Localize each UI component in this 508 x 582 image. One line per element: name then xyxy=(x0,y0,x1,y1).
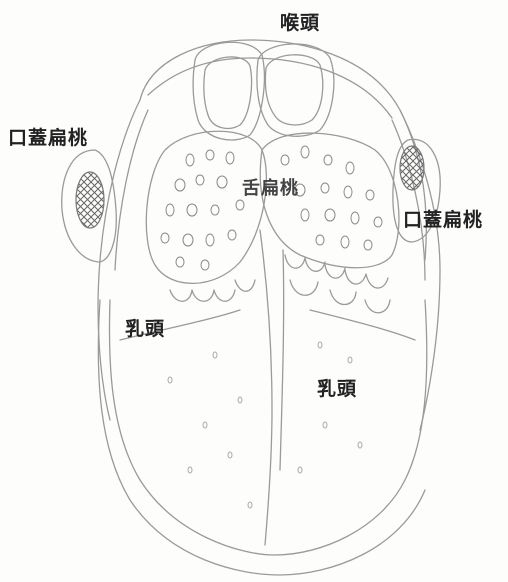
label-papilla-left: 乳頭 xyxy=(125,314,165,341)
label-lingual-tonsil: 舌扁桃 xyxy=(242,174,299,200)
lingual-tonsil-right-lobe xyxy=(260,133,399,268)
palatine-tonsil-right xyxy=(400,146,424,190)
tongue-papillae xyxy=(168,342,362,508)
label-palatine-tonsil-left: 口蓋扁桃 xyxy=(8,123,88,150)
pharynx-outline xyxy=(140,40,426,260)
label-papilla-right: 乳頭 xyxy=(317,374,357,401)
label-palatine-tonsil-right: 口蓋扁桃 xyxy=(403,205,483,232)
label-larynx: 喉頭 xyxy=(280,8,320,35)
palatine-tonsil-left xyxy=(76,172,104,228)
lingual-tonsil-follicles xyxy=(161,146,382,270)
